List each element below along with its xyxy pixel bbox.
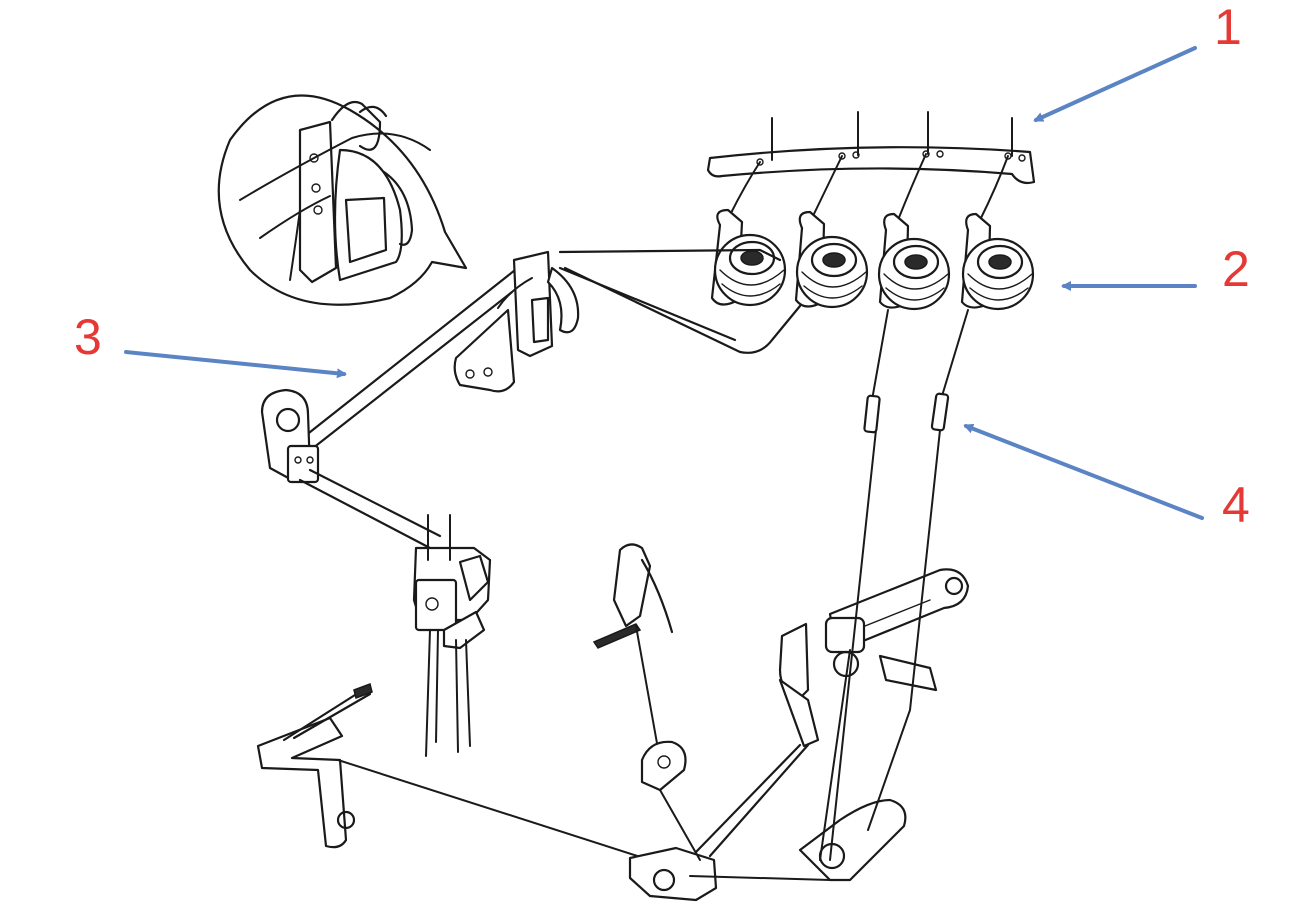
tension-dial-icon (960, 212, 1035, 311)
callout-arrow-1 (1033, 46, 1197, 122)
callout-label-4: 4 (1222, 477, 1250, 533)
tension-dial-icon (877, 212, 951, 311)
thread-tube-icon (863, 394, 881, 434)
tension-dial-group (710, 208, 1035, 311)
right-looper-mechanism (628, 568, 970, 902)
looper-thread-guide (592, 543, 687, 792)
tension-dial-icon (794, 210, 869, 309)
callout-arrow-4 (963, 423, 1204, 520)
thread-guide-arm-icon (260, 248, 802, 550)
callout-arrows (124, 46, 1204, 520)
needle-assembly (412, 514, 492, 757)
callout-label-2: 2 (1222, 241, 1250, 297)
callout-label-1: 1 (1214, 0, 1242, 55)
callout-arrow-3 (124, 350, 347, 379)
thread-guide-bar-icon (706, 111, 1036, 221)
detail-magnifier-icon (217, 94, 468, 306)
lower-looper-arm (256, 683, 651, 861)
callout-label-3: 3 (74, 309, 102, 365)
thread-paths (659, 309, 969, 861)
thread-tube-icon (930, 392, 950, 432)
